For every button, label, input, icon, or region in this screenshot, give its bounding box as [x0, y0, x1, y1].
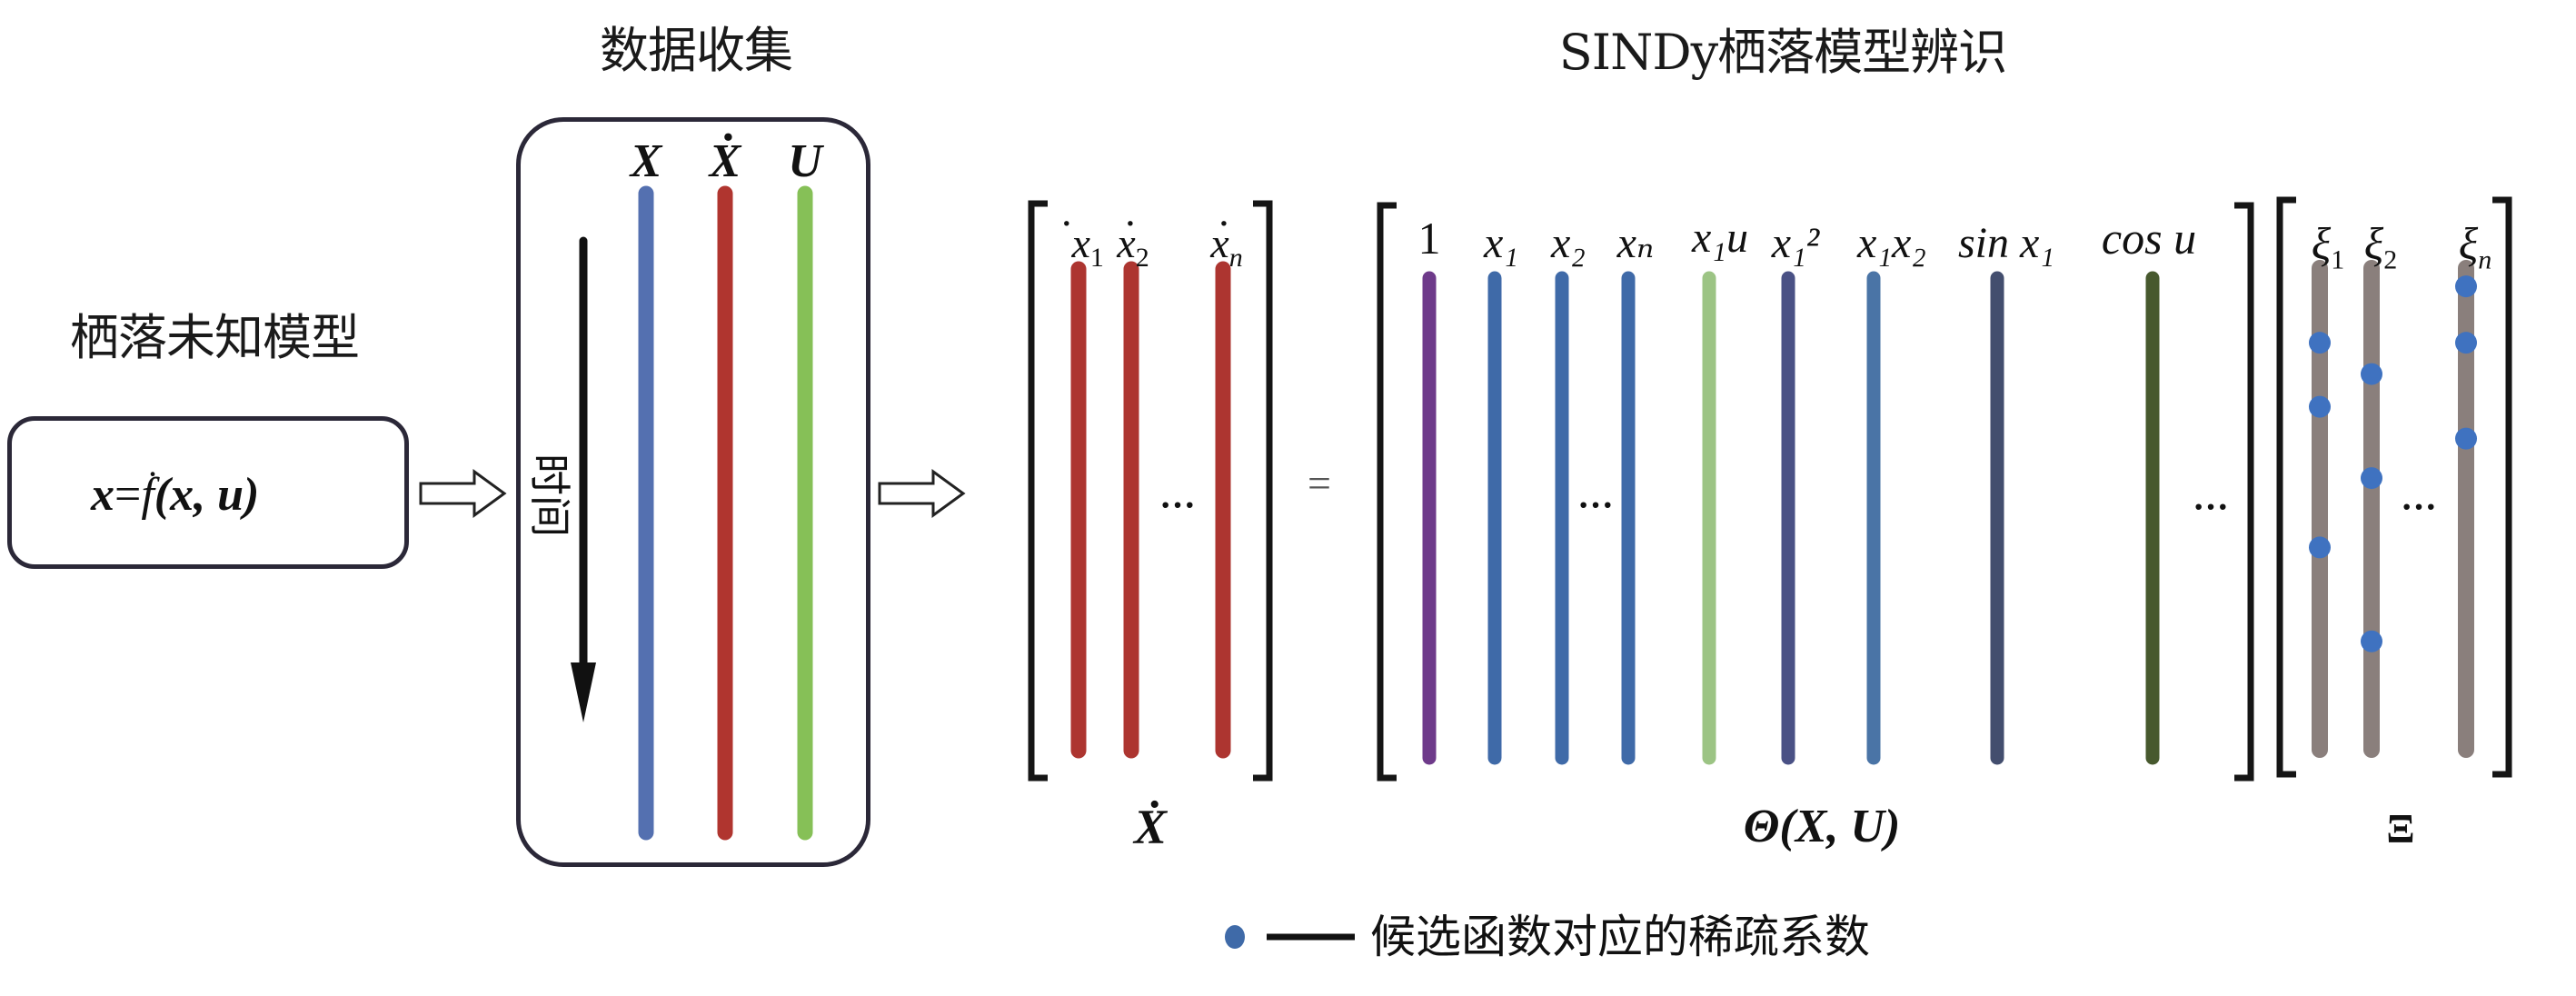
xdotn-label: ·xn	[1210, 199, 1243, 274]
theta-matrix-label: Θ(X, U)	[1743, 801, 1901, 852]
theta-bracket-left	[1377, 202, 1397, 782]
theta-col-x1x2-label: x₁x₂	[1857, 219, 1926, 267]
xi2-label: ξ2	[2363, 217, 2398, 275]
flow-arrow-2	[878, 469, 966, 518]
label-U: U	[788, 135, 822, 187]
equation-args: (x, u)	[154, 469, 260, 521]
dot-accent: ·	[146, 453, 159, 494]
sparse-coefficient-dot	[2455, 427, 2477, 450]
equation-equals: =	[114, 469, 142, 521]
xdot-bracket-right	[1253, 200, 1273, 782]
xi1-label: ξ1	[2311, 217, 2345, 275]
flow-arrow-1	[419, 469, 507, 518]
sparse-coefficient-dot	[2361, 467, 2382, 490]
sparse-coefficient-dot	[2455, 332, 2477, 354]
equals-sign: =	[1308, 460, 1331, 506]
label-X: X	[630, 135, 662, 187]
xi-bracket-right	[2492, 196, 2512, 778]
xi-ellipsis: ···	[2400, 486, 2438, 527]
legend-marker	[1225, 925, 1355, 949]
theta-col-1-label: 1	[1417, 213, 1441, 264]
theta-col-xn-label: xₙ	[1616, 219, 1655, 267]
xdot-bracket-left	[1028, 200, 1048, 782]
xdot-matrix-label: Ẋ	[1133, 800, 1168, 854]
xdot2-label: ·x2	[1117, 199, 1149, 274]
theta-col-sinx1-label: sin x₁	[1957, 219, 2055, 267]
theta-col-x1u-label: x₁u	[1692, 214, 1748, 262]
xin-label: ξn	[2458, 217, 2492, 275]
label-X-dot: ·X	[709, 112, 741, 187]
data-collection-title: 数据收集	[600, 22, 793, 79]
theta-col-cosu-label: cos u	[2101, 213, 2197, 264]
sparse-coefficient-dot	[2309, 332, 2331, 354]
xi-matrix-label: Ξ	[2386, 805, 2415, 852]
time-arrow-icon	[571, 236, 596, 722]
sparse-coefficient-dot	[2309, 536, 2331, 559]
theta-bracket-right	[2234, 202, 2254, 782]
theta-col-x2-label: x₂	[1551, 219, 1586, 267]
sparse-coefficient-dot	[2309, 395, 2331, 418]
sparse-coefficient-dot	[2455, 275, 2477, 298]
sparse-coefficient-dot	[2361, 630, 2382, 652]
sparse-coefficient-dot	[2361, 363, 2382, 385]
theta-col-x1-label: x₁	[1484, 219, 1518, 267]
legend-text: 候选函数对应的稀疏系数	[1370, 911, 1870, 963]
theta-ellipsis-inner: ···	[1576, 484, 1615, 525]
theta-col-x1sq-label: x₁²	[1771, 219, 1820, 267]
equation-lhs: x	[91, 469, 114, 521]
xdot1-label: ·ẋx1	[1059, 199, 1104, 274]
theta-ellipsis-outer: ···	[2192, 486, 2230, 527]
unknown-model-title: 栖落未知模型	[70, 309, 360, 366]
sindy-title: SINDy栖落模型辨识	[1558, 24, 2007, 81]
unknown-model-box	[7, 416, 409, 569]
model-equation: x=·f(x, u)	[91, 453, 260, 532]
xi-bracket-left	[2276, 196, 2296, 778]
equation-function: ·f	[141, 453, 158, 521]
legend-dot-icon	[1225, 925, 1245, 949]
xdot-ellipsis: ···	[1159, 484, 1197, 525]
